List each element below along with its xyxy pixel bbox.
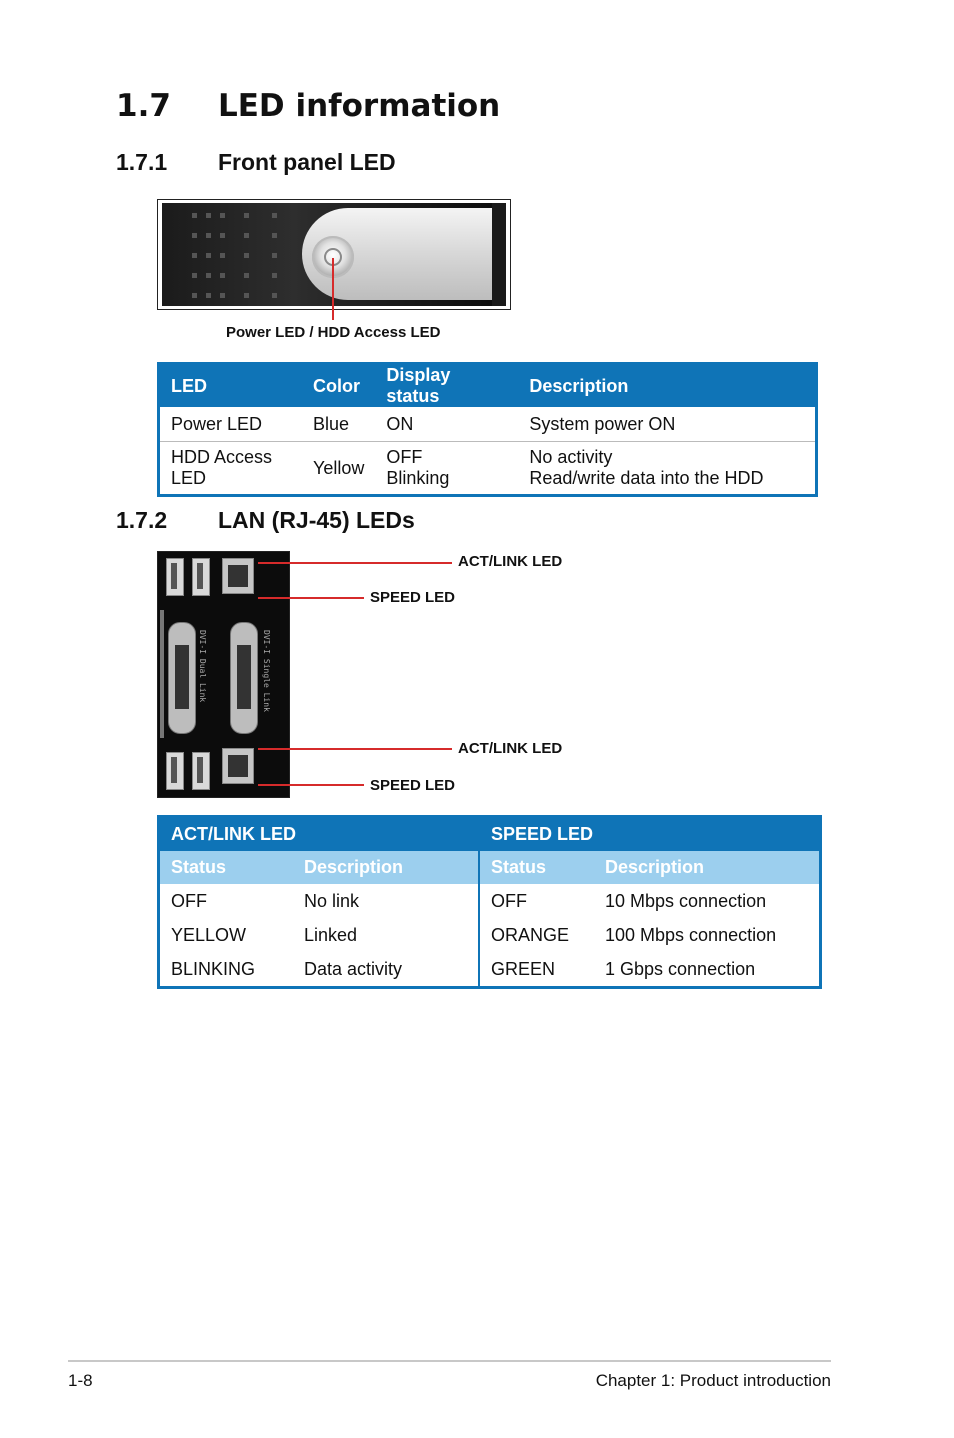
col-header-status: Display status <box>375 363 519 407</box>
callout-line <box>258 597 364 599</box>
subsection-title: Front panel LED <box>218 149 396 175</box>
table-row: Power LED Blue ON System power ON <box>158 407 817 442</box>
cell-speed-status: OFF <box>478 884 594 918</box>
cell-line: Blinking <box>386 468 450 488</box>
page-number: 1-8 <box>68 1371 93 1390</box>
rj45-port-icon <box>222 558 254 594</box>
col-header-description: Description <box>293 851 479 884</box>
callout-line <box>258 748 452 750</box>
cell-speed-description: 1 Gbps connection <box>605 958 756 979</box>
col-header-led: LED <box>158 363 302 407</box>
cell-line: HDD Access <box>171 447 273 467</box>
cell-act-description: Data activity <box>304 958 403 979</box>
subsection-heading-front: 1.7.1 Front panel LED <box>116 149 396 176</box>
table-sub-header-row: Status Description Status Description <box>158 851 821 884</box>
table-row: YELLOW Linked ORANGE 100 Mbps connection <box>159 918 821 952</box>
cell-act-status: YELLOW <box>171 924 247 945</box>
bracket-icon <box>160 610 164 738</box>
col-header-status: Status <box>158 851 293 884</box>
table-header-row: LED Color Display status Description <box>158 363 817 407</box>
callout-line <box>258 562 452 564</box>
table-group-header-row: ACT/LINK LED SPEED LED <box>158 816 821 851</box>
act-link-callout-top: ACT/LINK LED <box>458 553 563 570</box>
col-header-color: Color <box>302 363 376 407</box>
speed-callout-bottom: SPEED LED <box>370 777 456 794</box>
callout-line <box>332 258 334 320</box>
subsection-title: LAN (RJ-45) LEDs <box>218 507 415 533</box>
subsection-heading-lan: 1.7.2 LAN (RJ-45) LEDs <box>116 507 415 534</box>
act-link-callout-bottom: ACT/LINK LED <box>458 740 563 757</box>
subsection-number: 1.7.1 <box>116 149 168 175</box>
section-number: 1.7 <box>116 88 171 124</box>
cell-status: ON <box>375 407 519 442</box>
lan-led-table: ACT/LINK LED SPEED LED Status Descriptio… <box>157 815 822 989</box>
front-panel-edge <box>492 203 506 306</box>
front-led-table: LED Color Display status Description Pow… <box>157 362 818 497</box>
rear-panel-image: DVI-I Dual Link DVI-I Single Link <box>157 551 290 798</box>
footer-divider <box>68 1360 831 1362</box>
usb-port-icon <box>192 752 210 790</box>
cell-description: System power ON <box>518 407 817 442</box>
usb-port-icon <box>166 752 184 790</box>
cell-line: LED <box>171 468 207 488</box>
dvi-port-icon <box>168 622 196 734</box>
table-row: OFF No link OFF 10 Mbps connection <box>159 884 821 918</box>
cell-speed-description: 10 Mbps connection <box>605 890 767 911</box>
cell-act-description: Linked <box>304 924 358 945</box>
callout-line <box>258 784 364 786</box>
cell-line: OFF <box>386 447 423 467</box>
col-header-description: Description <box>594 851 821 884</box>
dvi-port-icon <box>230 622 258 734</box>
cell-line: Read/write data into the HDD <box>529 468 764 488</box>
cell-led: Power LED <box>158 407 302 442</box>
col-header-status: Status <box>478 851 594 884</box>
usb-port-icon <box>166 558 184 596</box>
dvi-left-label: DVI-I Dual Link <box>198 630 207 703</box>
cell-speed-description: 100 Mbps connection <box>605 924 777 945</box>
cell-act-status: OFF <box>171 890 207 911</box>
table-row: BLINKING Data activity GREEN 1 Gbps conn… <box>159 952 821 988</box>
subsection-number: 1.7.2 <box>116 507 168 533</box>
cell-act-status: BLINKING <box>171 958 256 979</box>
cell-color: Yellow <box>313 457 365 478</box>
col-header-description: Description <box>518 363 817 407</box>
cell-act-description: No link <box>304 890 360 911</box>
speed-callout-top: SPEED LED <box>370 589 456 606</box>
cell-line: No activity <box>529 447 613 467</box>
cell-speed-status: ORANGE <box>478 918 594 952</box>
usb-port-icon <box>192 558 210 596</box>
cell-color: Blue <box>302 407 376 442</box>
section-title: LED information <box>218 88 501 124</box>
dvi-right-label: DVI-I Single Link <box>262 630 271 712</box>
group-header-speed: SPEED LED <box>478 816 821 851</box>
cell-speed-status: GREEN <box>478 952 594 988</box>
section-heading: 1.7 LED information <box>116 88 500 124</box>
chapter-title: Chapter 1: Product introduction <box>595 1371 831 1390</box>
rj45-port-icon <box>222 748 254 784</box>
power-led-callout: Power LED / HDD Access LED <box>226 324 441 341</box>
group-header-act-link: ACT/LINK LED <box>158 816 479 851</box>
